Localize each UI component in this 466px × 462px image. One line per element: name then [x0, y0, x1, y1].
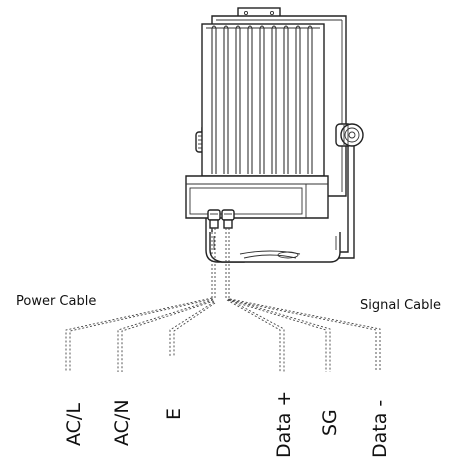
wire-data-plus [226, 298, 285, 372]
power-cable-label: Power Cable [16, 294, 96, 309]
wire-label-data-minus: Data - [369, 400, 391, 458]
wire-label-e: E [163, 408, 185, 420]
wire-ac-l [65, 297, 214, 372]
wire-ac-n [117, 299, 215, 372]
wire-label-ac-l: AC/L [63, 403, 85, 446]
signal-cable-label: Signal Cable [360, 298, 441, 313]
wire-data-minus [228, 298, 381, 372]
wire-sg [227, 298, 331, 372]
wire-label-sg: SG [319, 409, 341, 436]
wire-label-data-plus: Data + [273, 391, 295, 458]
cooling-fins [211, 28, 313, 174]
wire-label-ac-n: AC/N [111, 399, 133, 446]
front-housing [185, 175, 329, 219]
wire-e [169, 301, 216, 356]
right-pivot-knob [335, 123, 364, 147]
device-illustration [185, 7, 364, 263]
heat-sink [201, 23, 325, 177]
cable-glands [207, 209, 235, 229]
